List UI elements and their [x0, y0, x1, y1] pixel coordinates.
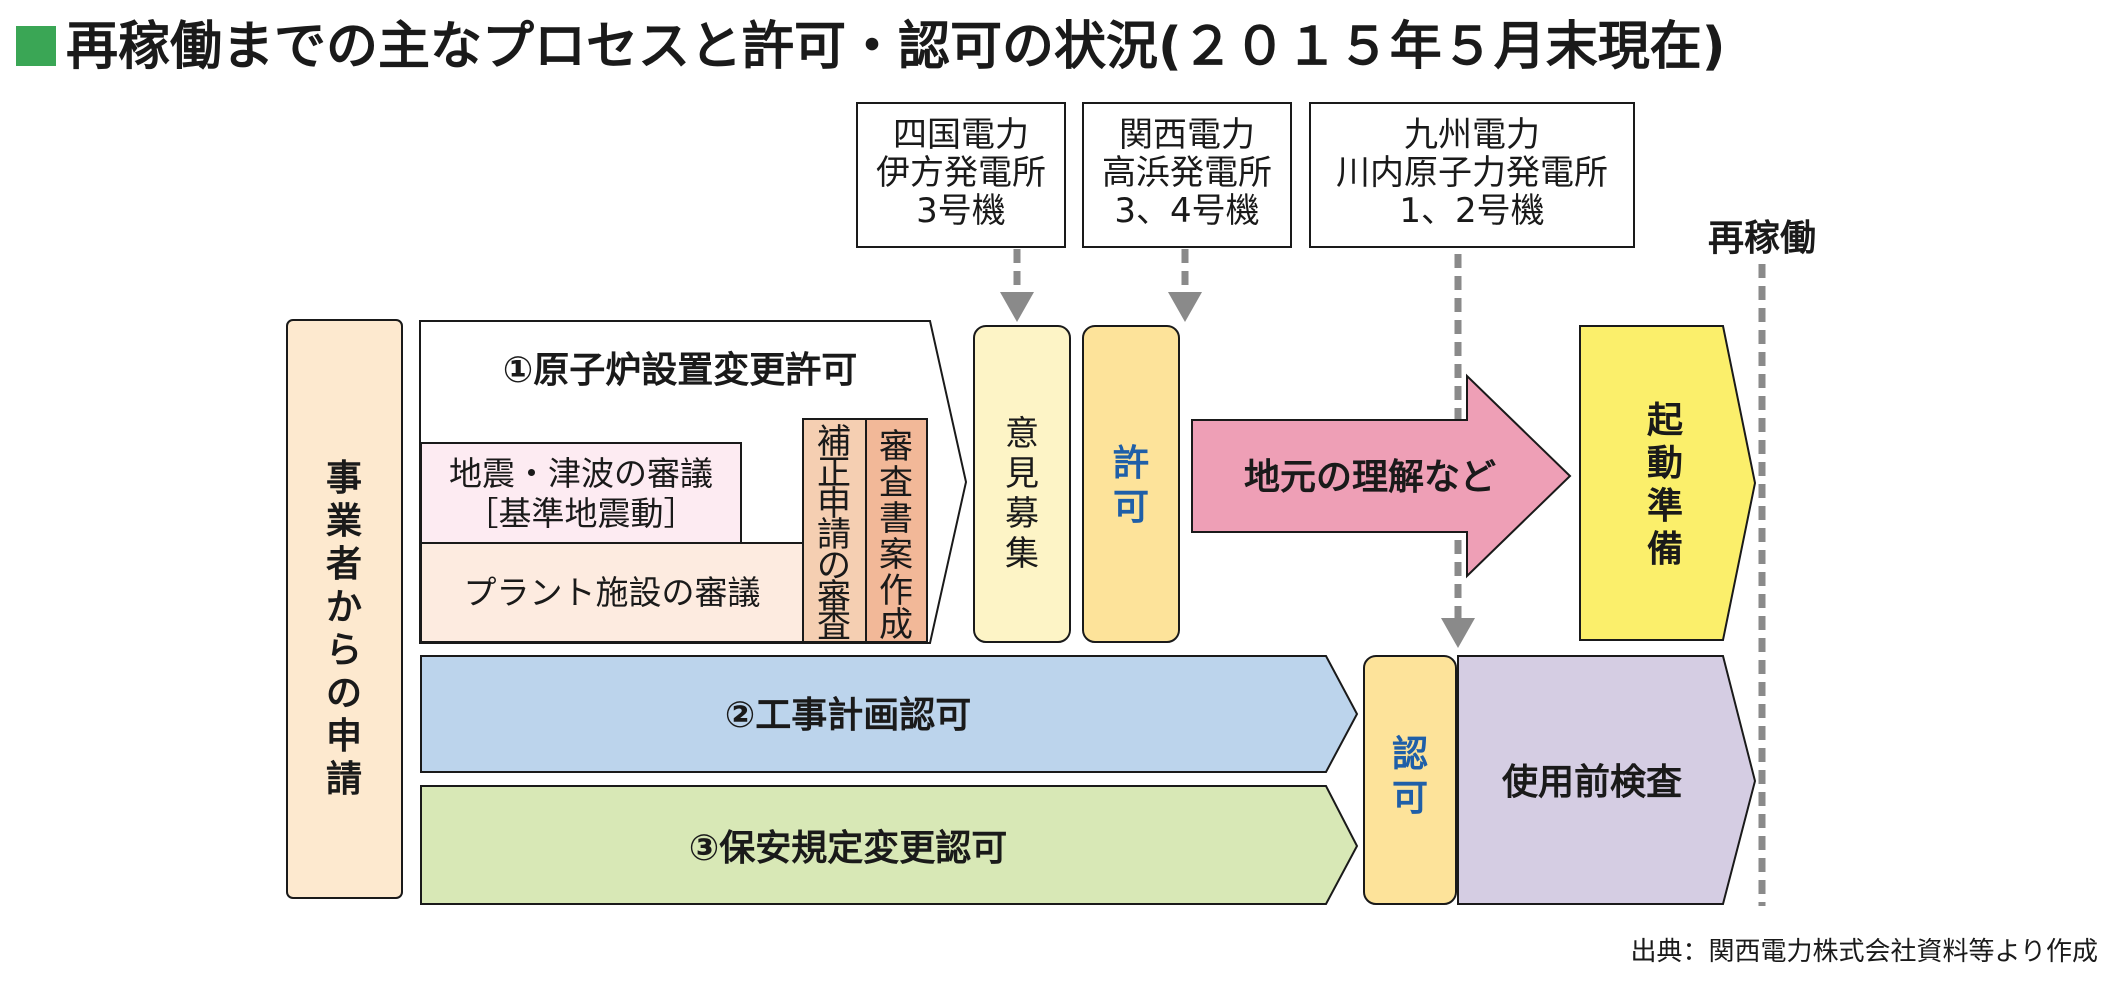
- applicant-char: 申: [326, 716, 362, 757]
- startup-char: 動: [1647, 443, 1683, 484]
- draft-char: 成: [879, 605, 913, 645]
- plant-box-takahama: 関西電力 高浜発電所 3、4号機: [1082, 102, 1292, 248]
- applicant-char: の: [326, 673, 362, 714]
- draft-char: 案: [879, 535, 913, 575]
- local-understanding-label: 地元の理解など: [1244, 457, 1496, 498]
- plant-takahama-line-3: 3、4号機: [1114, 191, 1259, 231]
- approval-char: 認: [1392, 734, 1428, 775]
- draft-report-box: 審 査 書 案 作 成: [865, 418, 928, 645]
- seismic-review-sub: ［基準地震動］: [466, 494, 697, 533]
- revision-char: の: [817, 546, 851, 586]
- draft-char: 査: [879, 463, 913, 503]
- plant-sendai-line-3: 1、2号機: [1399, 191, 1544, 231]
- page-title: 再稼働までの主なプロセスと許可・認可の状況(２０１５年５月末現在): [66, 17, 1726, 77]
- plant-review-label: プラント施設の審議: [464, 573, 761, 612]
- ikata-pointer-arrow: [1000, 249, 1034, 322]
- draft-char: 審: [879, 427, 913, 467]
- plant-takahama-line-2: 高浜発電所: [1102, 153, 1272, 193]
- approval-box: 認 可: [1363, 655, 1457, 905]
- seismic-review-box: 地震・津波の審議 ［基準地震動］: [420, 442, 742, 544]
- process3-safety-regulation: ③保安規定変更認可: [420, 785, 1359, 905]
- local-understanding-arrow: 地元の理解など: [1191, 373, 1572, 579]
- plant-takahama-line-1: 関西電力: [1119, 115, 1255, 155]
- plant-ikata-line-1: 四国電力: [893, 115, 1029, 155]
- applicant-char: 請: [326, 759, 362, 800]
- revision-char: 請: [817, 515, 851, 555]
- plant-review-box: プラント施設の審議: [420, 542, 804, 643]
- approval-char: 可: [1392, 778, 1428, 819]
- process2-label: ②工事計画認可: [725, 695, 971, 736]
- startup-prep-box: 起 動 準 備: [1579, 325, 1757, 641]
- source-note: 出典：関西電力株式会社資料等より作成: [1631, 937, 2098, 967]
- pre-use-inspection-label: 使用前検査: [1502, 762, 1682, 803]
- restart-label: 再稼働: [1708, 218, 1816, 259]
- applicant-char: か: [326, 587, 362, 628]
- permit-box: 許 可: [1082, 325, 1180, 643]
- title-marker: [16, 26, 56, 66]
- seismic-review-label: 地震・津波の審議: [449, 454, 713, 493]
- startup-char: 起: [1647, 400, 1684, 441]
- revision-char: 申: [817, 484, 851, 524]
- plant-box-ikata: 四国電力 伊方発電所 3号機: [856, 102, 1066, 248]
- permit-char: 許: [1113, 443, 1149, 484]
- draft-char: 書: [879, 499, 913, 539]
- applicant-char: 事: [326, 458, 362, 499]
- plant-sendai-line-1: 九州電力: [1404, 115, 1540, 155]
- draft-char: 作: [879, 571, 913, 611]
- startup-char: 備: [1647, 529, 1683, 570]
- permit-char: 可: [1113, 487, 1149, 528]
- public-comment-char: 見: [1005, 454, 1039, 494]
- startup-char: 準: [1647, 486, 1683, 527]
- public-comment-char: 意: [1005, 414, 1039, 454]
- process2-construction-plan: ②工事計画認可: [420, 655, 1359, 773]
- revision-char: 査: [817, 606, 851, 646]
- applicant-char: 者: [326, 544, 362, 585]
- plant-ikata-line-3: 3号機: [916, 191, 1006, 231]
- applicant-box: 事 業 者 か ら の 申 請: [286, 319, 403, 899]
- process1-title: ①原子炉設置変更許可: [503, 349, 857, 391]
- applicant-char: 業: [326, 501, 362, 542]
- plant-box-sendai: 九州電力 川内原子力発電所 1、2号機: [1309, 102, 1635, 248]
- takahama-pointer-arrow: [1168, 249, 1202, 322]
- plant-sendai-line-2: 川内原子力発電所: [1336, 153, 1608, 193]
- public-comment-char: 集: [1005, 534, 1039, 574]
- revision-review-box: 補 正 申 請 の 審 査: [802, 418, 867, 646]
- revision-char: 審: [817, 577, 851, 617]
- plant-ikata-line-2: 伊方発電所: [876, 153, 1046, 193]
- revision-char: 正: [817, 453, 851, 493]
- process3-label: ③保安規定変更認可: [689, 827, 1007, 869]
- revision-char: 補: [817, 422, 851, 462]
- public-comment-char: 募: [1005, 494, 1039, 534]
- pre-use-inspection-box: 使用前検査: [1457, 655, 1757, 905]
- public-comment-box: 意 見 募 集: [973, 325, 1071, 643]
- applicant-char: ら: [326, 630, 362, 671]
